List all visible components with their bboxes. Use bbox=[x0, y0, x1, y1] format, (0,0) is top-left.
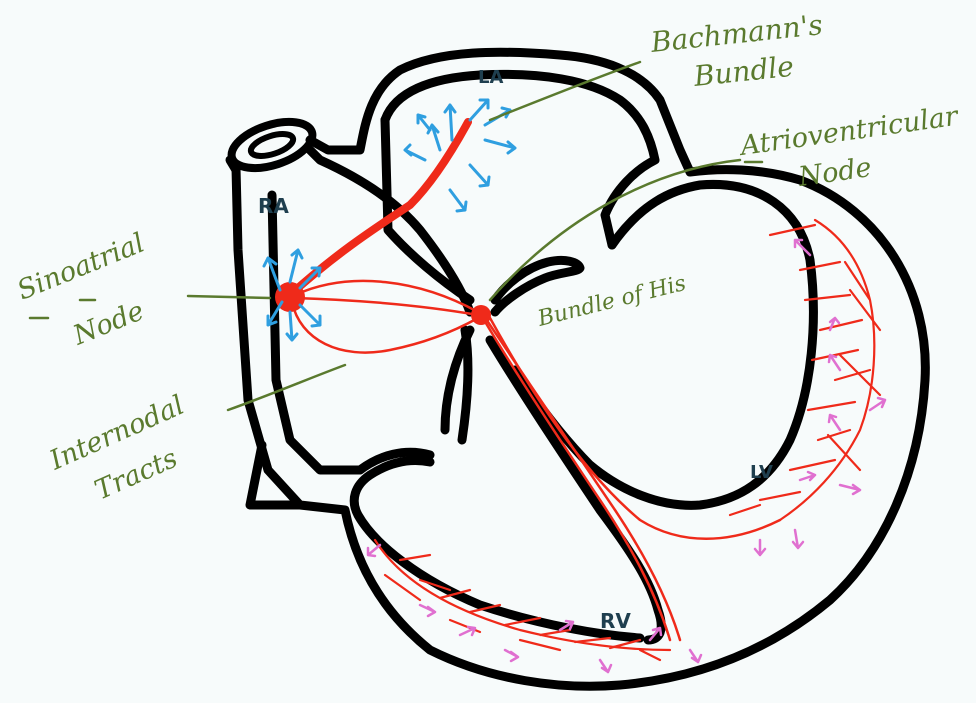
vena-cava-opening bbox=[227, 117, 317, 173]
bachmanns-bundle-tract bbox=[286, 118, 472, 299]
internodal-tract-1 bbox=[293, 279, 480, 314]
chamber-label-lv: LV bbox=[750, 462, 773, 483]
chamber-label-ra: RA bbox=[258, 194, 289, 218]
atrial-depolarization-arrows bbox=[262, 98, 517, 342]
lv-inner-wall bbox=[510, 179, 818, 510]
bachmann-label-line2: Bundle bbox=[691, 50, 795, 93]
pulmonary-flap bbox=[245, 440, 305, 510]
sa-node-underline bbox=[28, 298, 97, 320]
label-leader-lines bbox=[28, 60, 764, 412]
conduction-system bbox=[275, 118, 882, 662]
rv-purkinje-fibers bbox=[373, 538, 672, 662]
interventricular-septum bbox=[485, 335, 666, 645]
atrioventricular-node bbox=[471, 305, 491, 325]
la-inner-wall bbox=[380, 69, 660, 250]
bachmann-leader bbox=[488, 60, 642, 122]
heart-wall-outlines bbox=[225, 47, 930, 691]
internodal-tract-2 bbox=[293, 296, 480, 317]
av-node-label-line2: Node bbox=[796, 152, 874, 193]
sa-node-label-line2: Node bbox=[68, 295, 148, 352]
bundle-branch-left bbox=[488, 316, 782, 540]
internodal-tract-3 bbox=[290, 300, 480, 354]
ventricular-depolarization-arrows bbox=[366, 238, 887, 674]
lv-purkinje-fibers bbox=[728, 218, 882, 522]
sa-node-label-line1: Sinoatrial bbox=[13, 228, 149, 307]
chamber-label-rv: RV bbox=[600, 609, 631, 633]
septum-upper bbox=[490, 255, 585, 317]
rv-inner-wall bbox=[349, 456, 645, 643]
av-node-label-line1: Atrioventricular bbox=[736, 100, 962, 162]
bundle-of-his-label: Bundle of His bbox=[534, 271, 688, 332]
internodal-leader bbox=[226, 363, 347, 412]
bundle-branch-right-1 bbox=[482, 318, 672, 642]
chamber-label-la: LA bbox=[478, 67, 503, 88]
bachmann-label-line1: Bachmann's bbox=[648, 8, 824, 59]
sa-node-leader bbox=[186, 294, 272, 300]
sinoatrial-node bbox=[275, 282, 305, 312]
outer-heart-wall bbox=[231, 47, 930, 691]
av-node-leader bbox=[488, 158, 742, 302]
